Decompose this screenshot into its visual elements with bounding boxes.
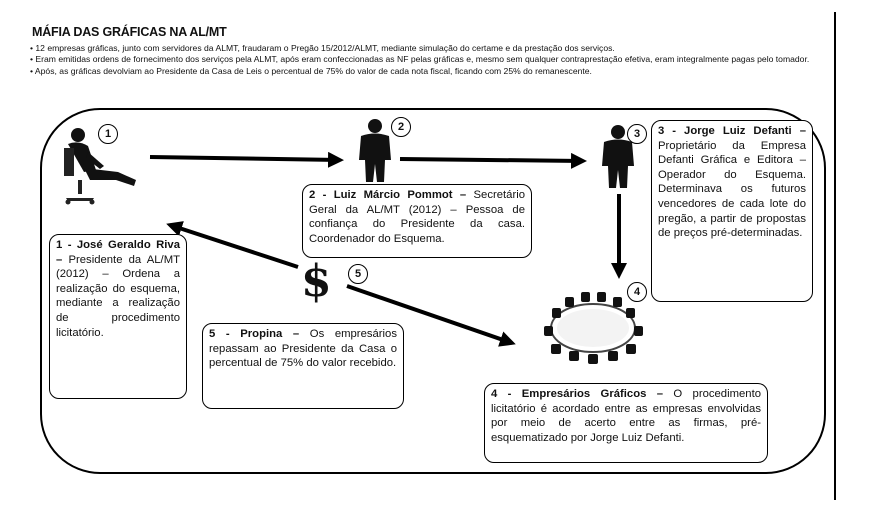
box-4-text: O procedimento licitatório é acordado en… (491, 388, 761, 444)
box-jose-geraldo-riva: 1 - José Geraldo Riva – Presidente da AL… (49, 234, 187, 399)
marker-4: 4 (627, 282, 647, 302)
meeting-table-icon (544, 292, 643, 364)
marker-2: 2 (391, 117, 411, 137)
arrow-5-to-4 (346, 284, 516, 347)
arrow-1-to-2 (149, 151, 344, 168)
box-5-heading: 5 - Propina – (209, 328, 300, 340)
box-1-text: Presidente da AL/MT (2012) – Ordena a re… (56, 253, 181, 339)
standing-man-icon-3 (602, 125, 634, 188)
dollar-icon: $ (301, 256, 332, 307)
arrow-2-to-3 (399, 152, 587, 169)
intro-text: • 12 empresas gráficas, junto com servid… (30, 43, 830, 77)
seated-man-icon (64, 128, 136, 205)
diagram-frame (40, 108, 826, 474)
box-empresarios-graficos: 4 - Empresários Gráficos – O procediment… (484, 383, 768, 463)
marker-1: 1 (98, 124, 118, 144)
box-3-text: Proprietário da Empresa Defanti Gráfica … (658, 139, 806, 240)
box-5-text: Os empresários repassam ao Presidente da… (209, 328, 397, 370)
arrow-5-to-1 (166, 221, 299, 269)
box-2-text: Secretário Geral da AL/MT (2012) – Pesso… (309, 189, 526, 245)
intro-bullet-2: • Eram emitidas ordens de fornecimento d… (30, 54, 810, 65)
marker-5: 5 (348, 264, 368, 284)
box-1-heading: 1 - José Geraldo Riva – (56, 239, 180, 266)
box-jorge-luiz-defanti: 3 - Jorge Luiz Defanti – Proprietário da… (651, 120, 813, 302)
box-2-heading: 2 - Luiz Márcio Pommot – (309, 189, 467, 201)
box-luiz-marcio-pommot: 2 - Luiz Márcio Pommot – Secretário Gera… (302, 184, 532, 258)
box-3-heading: 3 - Jorge Luiz Defanti – (658, 125, 806, 137)
box-propina: 5 - Propina – Os empresários repassam ao… (202, 323, 404, 409)
intro-bullet-3: • Após, as gráficas devolviam ao Preside… (30, 65, 592, 76)
box-4-heading: 4 - Empresários Gráficos – (491, 388, 664, 400)
intro-bullet-1: • 12 empresas gráficas, junto com servid… (30, 43, 615, 53)
diagram-title: MÁFIA DAS GRÁFICAS NA AL/MT (32, 25, 227, 39)
standing-man-icon-2 (359, 119, 391, 182)
right-border-line (834, 12, 836, 500)
marker-3: 3 (627, 124, 647, 144)
